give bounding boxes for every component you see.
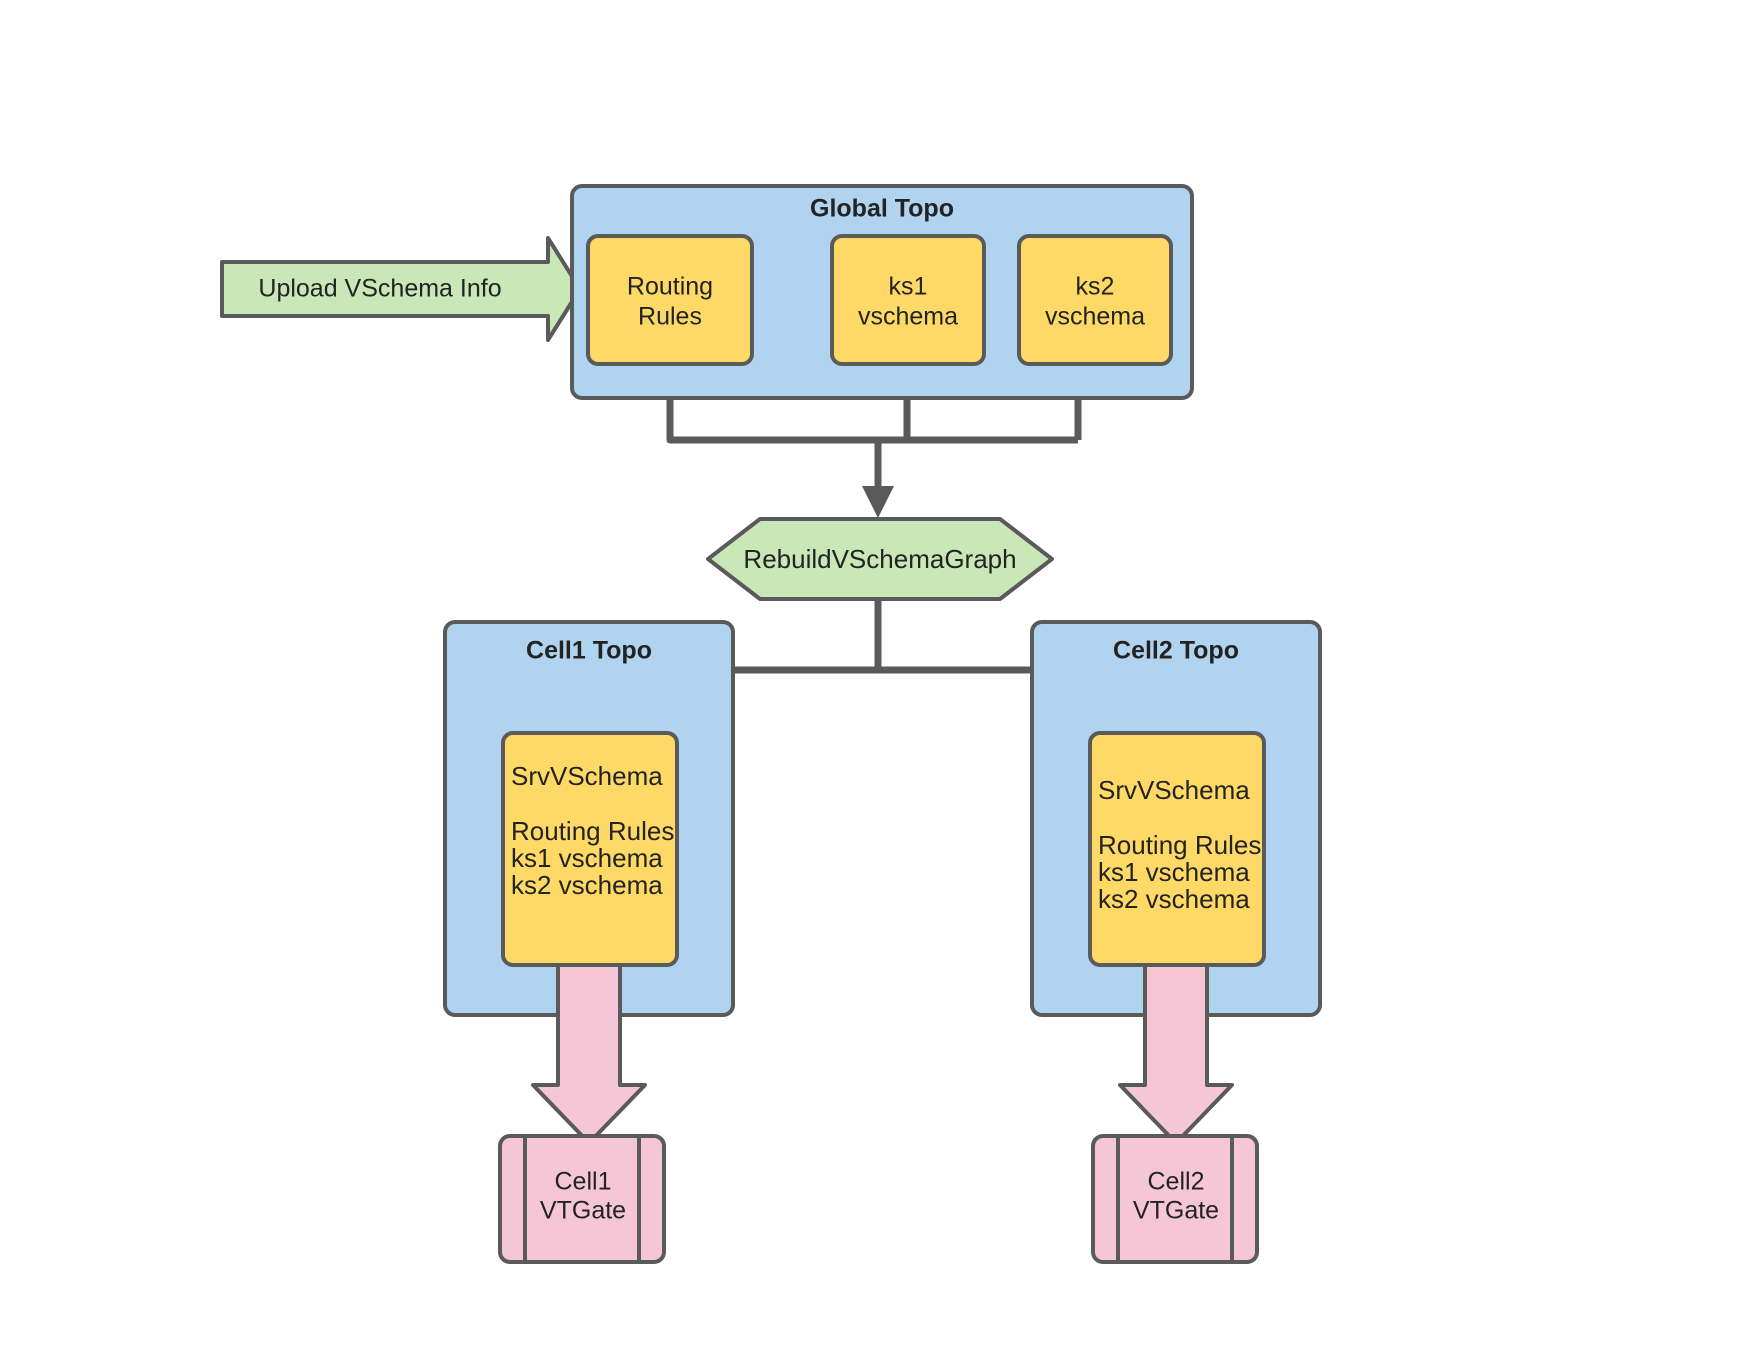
cell1-vtgate-line2: VTGate (540, 1197, 626, 1225)
cell2-topo-title: Cell2 Topo (1113, 637, 1239, 665)
node-ks2-line2: vschema (1045, 303, 1145, 331)
cell1-topo-group[interactable]: Cell1 Topo SrvVSchema Routing Rules ks1 … (443, 620, 735, 1264)
cell1-srvvschema-box (501, 731, 679, 967)
cell1-srv-item-0: Routing Rules (511, 816, 674, 846)
cell1-vtgate-line1: Cell1 (555, 1168, 612, 1196)
process-label: RebuildVSchemaGraph (743, 544, 1016, 574)
cell1-srv-heading: SrvVSchema (511, 761, 663, 791)
block-arrow-right-icon (220, 236, 582, 342)
node-ks2-vschema-box (1017, 234, 1173, 366)
rebuild-vschema-graph-process[interactable]: RebuildVSchemaGraph (706, 517, 1054, 601)
node-routing-rules-box (586, 234, 754, 366)
cell1-vtgate-node[interactable]: Cell1 VTGate (498, 1134, 666, 1264)
upload-arrow-label: Upload VSchema Info (258, 275, 501, 303)
cell1-topo-title: Cell1 Topo (526, 637, 652, 665)
cell2-vtgate-line1: Cell2 (1148, 1168, 1205, 1196)
global-topo-group[interactable]: Global Topo Routing Rules ks1 vschema ks… (570, 184, 1194, 400)
cell2-srvvschema-node[interactable]: SrvVSchema Routing Rules ks1 vschema ks2… (1088, 731, 1266, 967)
node-ks1-line1: ks1 (889, 273, 928, 301)
cell2-topo-group[interactable]: Cell2 Topo SrvVSchema Routing Rules ks1 … (1030, 620, 1322, 1264)
hexagon-shape-icon (706, 517, 1054, 601)
arrowhead-to-process (862, 486, 894, 518)
cell1-srv-item-1: ks1 vschema (511, 843, 663, 873)
upload-vschema-arrow[interactable]: Upload VSchema Info (220, 236, 582, 342)
node-ks1-line2: vschema (858, 303, 958, 331)
node-routing-rules-line1: Routing (627, 273, 713, 301)
cell2-srv-item-1: ks1 vschema (1098, 857, 1250, 887)
cell2-srv-item-0: Routing Rules (1098, 830, 1261, 860)
node-ks2-vschema[interactable]: ks2 vschema (1017, 234, 1173, 366)
cell1-vtgate-box (498, 1134, 666, 1264)
cell2-srvvschema-box (1088, 731, 1266, 967)
node-ks2-line1: ks2 (1076, 273, 1115, 301)
node-ks1-vschema[interactable]: ks1 vschema (830, 234, 986, 366)
cell2-srv-heading: SrvVSchema (1098, 775, 1250, 805)
cell2-vtgate-box (1091, 1134, 1259, 1264)
cell1-srvvschema-node[interactable]: SrvVSchema Routing Rules ks1 vschema ks2… (501, 731, 679, 967)
node-routing-rules[interactable]: Routing Rules (586, 234, 754, 366)
cell2-pink-arrow (1118, 953, 1234, 1145)
cell2-srv-item-2: ks2 vschema (1098, 884, 1250, 914)
cell1-srv-item-2: ks2 vschema (511, 870, 663, 900)
node-ks1-vschema-box (830, 234, 986, 366)
node-routing-rules-line2: Rules (638, 303, 702, 331)
cell2-vtgate-line2: VTGate (1133, 1197, 1219, 1225)
cell2-vtgate-node[interactable]: Cell2 VTGate (1091, 1134, 1259, 1264)
global-topo-title: Global Topo (810, 195, 954, 223)
